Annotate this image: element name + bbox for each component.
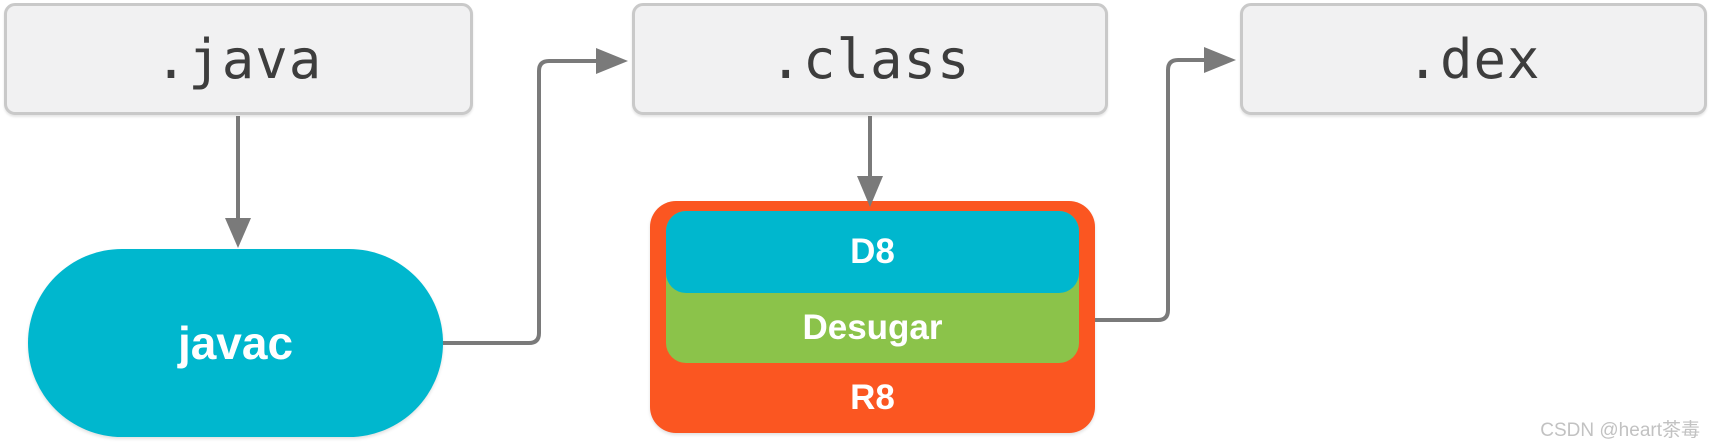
csdn-watermark: CSDN @heart茶毒	[1540, 420, 1700, 441]
node-class-label: .class	[769, 27, 971, 91]
arrow-r8-to-dex	[1095, 47, 1236, 322]
node-class-file: .class	[632, 3, 1108, 115]
arrow-class-to-d8	[857, 116, 883, 207]
node-desugar-label: Desugar	[802, 308, 943, 347]
node-r8-tool: D8 Desugar R8	[650, 201, 1095, 433]
node-javac-label: javac	[177, 317, 294, 369]
node-dex-file: .dex	[1240, 3, 1707, 115]
node-java-label: .java	[154, 27, 323, 91]
arrow-java-to-javac	[225, 116, 251, 248]
node-r8-label: R8	[850, 378, 895, 417]
node-d8-label: D8	[850, 232, 895, 271]
node-java-file: .java	[4, 3, 473, 115]
node-javac-tool: javac	[28, 249, 443, 437]
node-d8-tool	[666, 211, 1079, 293]
node-dex-label: .dex	[1406, 27, 1541, 91]
